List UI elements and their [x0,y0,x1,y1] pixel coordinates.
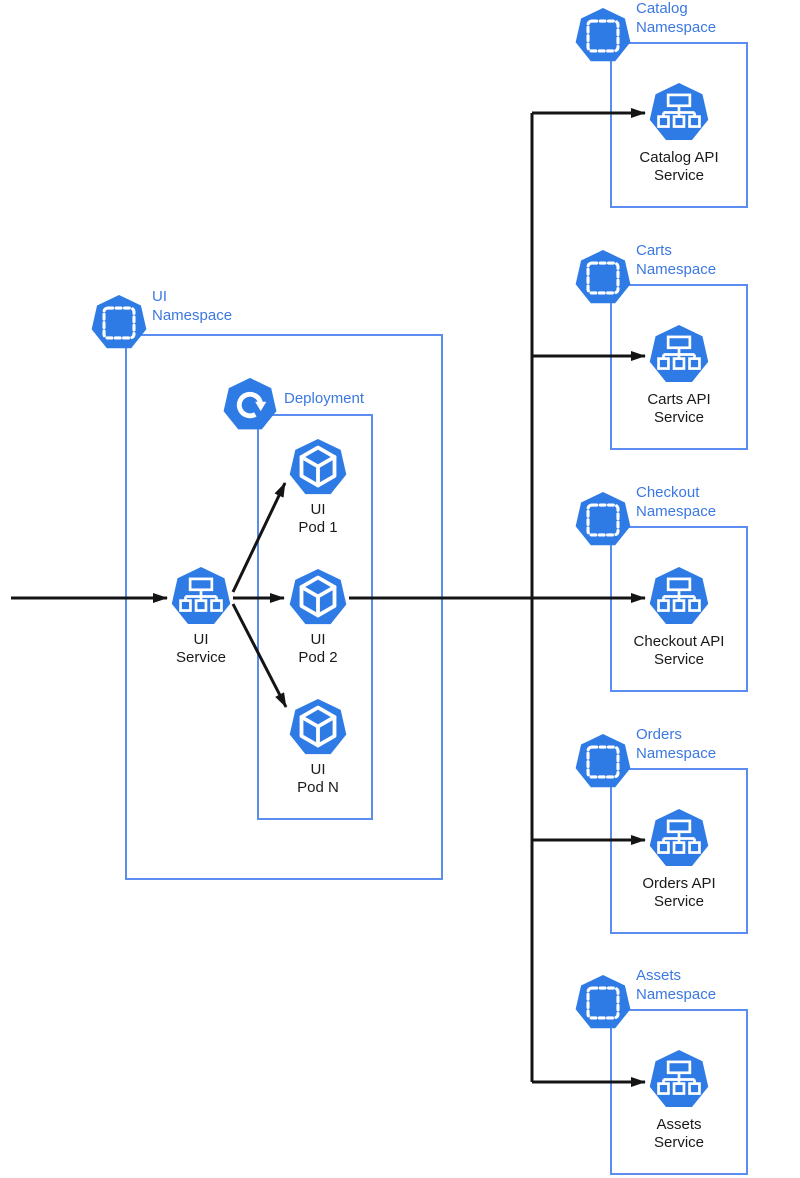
namespace-icon [574,491,632,549]
carts-namespace-label: Carts Namespace [636,242,717,278]
namespace-icon [574,7,632,65]
arrow-ui-service-to-pod-1 [231,482,287,593]
namespace-icon [574,249,632,307]
carts-namespace-box [610,284,748,450]
arrow-ui-service-to-pod-n [231,603,288,708]
service-icon [648,808,710,870]
deployment-label: Deployment [284,390,365,407]
assets-service-caption: Assets Service [653,1116,705,1151]
catalog-namespace-block: Catalog Namespace Catalog API Service [574,0,750,210]
orders-service-caption: Orders API Service [642,875,716,910]
ui-pod-1-caption: UI Pod 1 [298,501,338,536]
catalog-service-caption: Catalog API Service [639,149,719,184]
namespace-icon [574,733,632,791]
ui-pod-n-caption: UI Pod N [297,761,339,796]
checkout-namespace-box [610,526,748,692]
service-icon [648,82,710,144]
assets-namespace-label: Assets Namespace [636,967,717,1003]
deployment-icon [222,377,278,433]
checkout-namespace-label: Checkout Namespace [636,484,717,520]
checkout-service-caption: Checkout API Service [633,633,725,668]
ui-namespace-label: UI Namespace [152,288,233,324]
orders-namespace-label: Orders Namespace [636,726,717,762]
carts-service-caption: Carts API Service [647,391,711,426]
orders-namespace-block: Orders Namespace Orders API Service [574,726,750,936]
assets-namespace-block: Assets Namespace Assets Service [574,967,750,1177]
assets-namespace-box [610,1009,748,1175]
checkout-namespace-block: Checkout Namespace Checkout API Service [574,484,750,694]
service-icon [170,566,232,628]
pod-icon [288,438,348,498]
ui-namespace-box [125,334,443,880]
pod-icon [288,568,348,628]
deployment-box [257,414,373,820]
pod-icon [288,698,348,758]
service-icon [648,1049,710,1111]
ui-pod-2-caption: UI Pod 2 [298,631,338,666]
orders-namespace-box [610,768,748,934]
namespace-icon [90,294,148,352]
namespace-icon [574,974,632,1032]
service-icon [648,566,710,628]
catalog-namespace-box [610,42,748,208]
carts-namespace-block: Carts Namespace Carts API Service [574,242,750,452]
service-icon [648,324,710,386]
ui-service-caption: UI Service [175,631,227,666]
catalog-namespace-label: Catalog Namespace [636,0,717,36]
